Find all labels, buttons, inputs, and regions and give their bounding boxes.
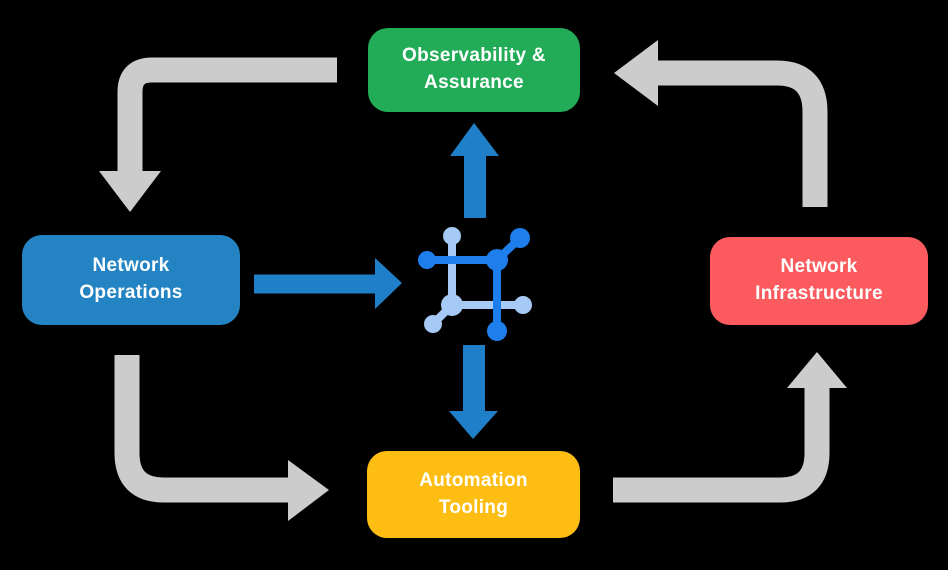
- arrowhead-right-icon: [375, 258, 402, 309]
- hub-node-light-right: [514, 296, 532, 314]
- arrow-observability-to-operations: [99, 57, 337, 212]
- arrow-hub-to-observability: [450, 123, 499, 218]
- hub-node-dark-upper-right: [510, 228, 530, 248]
- arrow-hub-to-automation: [449, 345, 498, 439]
- node-operations-label: Network Operations: [79, 255, 183, 303]
- hub-node-light-lower-left: [424, 315, 442, 333]
- arrow-shaft: [117, 57, 337, 171]
- arrow-shaft: [114, 355, 288, 503]
- hub-node-light-top: [443, 227, 461, 245]
- node-automation-label: Automation Tooling: [419, 469, 528, 518]
- hub-node-dark-bottom: [487, 321, 507, 341]
- hub-node-dark-corner: [486, 249, 508, 271]
- arrow-shaft: [613, 388, 830, 503]
- node-network-operations: Network Operations: [22, 235, 240, 325]
- arrow-shaft: [658, 60, 828, 207]
- arrowhead-left-icon: [614, 40, 658, 106]
- hub-node-dark-left: [418, 251, 436, 269]
- arrowhead-up-icon: [787, 352, 847, 388]
- arrow-infrastructure-to-observability: [614, 40, 828, 207]
- network-hub-icon: [418, 227, 532, 341]
- node-infrastructure-label: Network Infrastructure: [755, 256, 883, 304]
- arrow-operations-to-hub: [254, 258, 402, 309]
- node-observability-label: Observability & Assurance: [402, 45, 546, 93]
- arrow-operations-to-automation: [114, 355, 329, 521]
- arrowhead-down-icon: [99, 171, 161, 212]
- node-observability-assurance: Observability & Assurance: [368, 28, 580, 112]
- arrowhead-down-icon: [449, 411, 498, 439]
- node-automation-tooling: Automation Tooling: [367, 451, 580, 538]
- node-network-infrastructure: Network Infrastructure: [710, 237, 928, 325]
- arrowhead-up-icon: [450, 123, 499, 156]
- arrowhead-right-icon: [288, 460, 329, 521]
- arrow-automation-to-infrastructure: [613, 352, 847, 503]
- hub-node-light-corner: [441, 294, 463, 316]
